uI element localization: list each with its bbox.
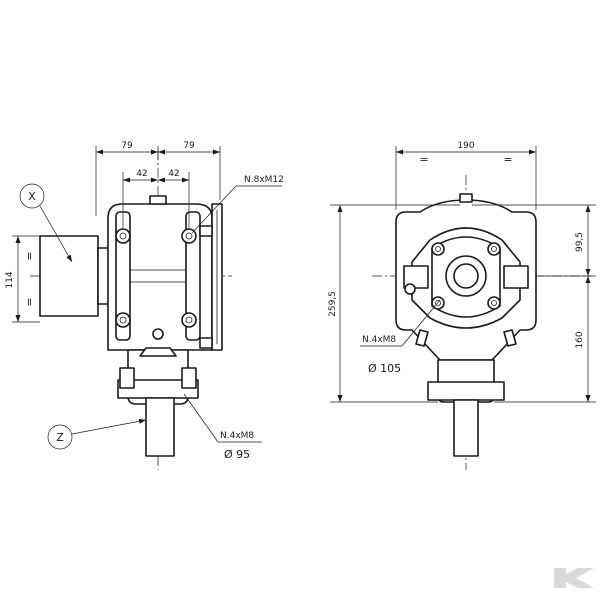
- leader-top-bolts: [191, 185, 237, 234]
- front-bolt-spec: N.4xM8: [362, 335, 396, 345]
- front-dimension-259-5: [330, 204, 460, 403]
- side-bolt-bottom-left: [115, 312, 131, 328]
- side-bolt-bottom-right: [181, 312, 197, 328]
- front-lower-flange: [427, 359, 505, 403]
- front-bolt-top-right: [487, 242, 501, 256]
- callout-z-circle: [47, 424, 73, 450]
- diameter-105: Ø 105: [368, 362, 401, 375]
- front-dimension-190: [395, 146, 537, 210]
- callout-x-circle: [19, 183, 45, 209]
- output-shaft: [145, 397, 175, 457]
- front-bolt-top-left: [431, 242, 445, 256]
- front-housing: [395, 193, 537, 361]
- eq-mark-right: =: [503, 153, 512, 166]
- bolt-spec-top: N.8xM12: [244, 175, 284, 185]
- front-lug-left: [415, 329, 429, 347]
- leader-front-bolts: [401, 299, 441, 347]
- front-bolt-bottom-right: [487, 296, 501, 310]
- dim-259-5: 259,5: [328, 291, 338, 317]
- brand-logo: [554, 568, 594, 588]
- eq-mark-top: =: [23, 251, 36, 260]
- leader-z: [71, 418, 147, 435]
- callout-x-label: X: [28, 190, 36, 203]
- front-dimension-right: [472, 204, 596, 403]
- dim-79-right: 79: [183, 141, 195, 151]
- eq-mark-bottom: =: [23, 297, 36, 306]
- side-drain-plug: [152, 328, 164, 340]
- side-view: 79 79 42 42 N.8xM12 114 = = X Z: [5, 141, 284, 470]
- leader-x: [39, 205, 73, 263]
- dim-160: 160: [575, 331, 585, 348]
- leader-bottom-bolts: [183, 393, 219, 443]
- dim-114: 114: [5, 271, 15, 288]
- diameter-95: Ø 95: [224, 448, 250, 461]
- dim-42-left: 42: [136, 169, 147, 179]
- side-dimension-114: [12, 235, 40, 323]
- eq-mark-left: =: [419, 153, 428, 166]
- front-lug-right: [503, 329, 517, 347]
- front-oil-plug: [404, 283, 416, 295]
- dim-42-right: 42: [168, 169, 179, 179]
- side-dimension-42-42: [122, 172, 190, 228]
- bolt-spec-bottom: N.4xM8: [220, 431, 254, 441]
- callout-z-label: Z: [56, 431, 64, 444]
- side-dimension-79-79: [95, 146, 221, 216]
- dim-99-5: 99,5: [575, 232, 585, 252]
- dim-190: 190: [457, 141, 474, 151]
- front-view: 190 = = 259,5 99,5 160 N.4xM8 Ø 105: [328, 141, 596, 470]
- input-shaft: [39, 235, 117, 317]
- front-output-shaft: [453, 399, 479, 457]
- side-bolt-top-left: [115, 228, 131, 244]
- dim-79-left: 79: [121, 141, 133, 151]
- side-lower-flange: [117, 347, 199, 405]
